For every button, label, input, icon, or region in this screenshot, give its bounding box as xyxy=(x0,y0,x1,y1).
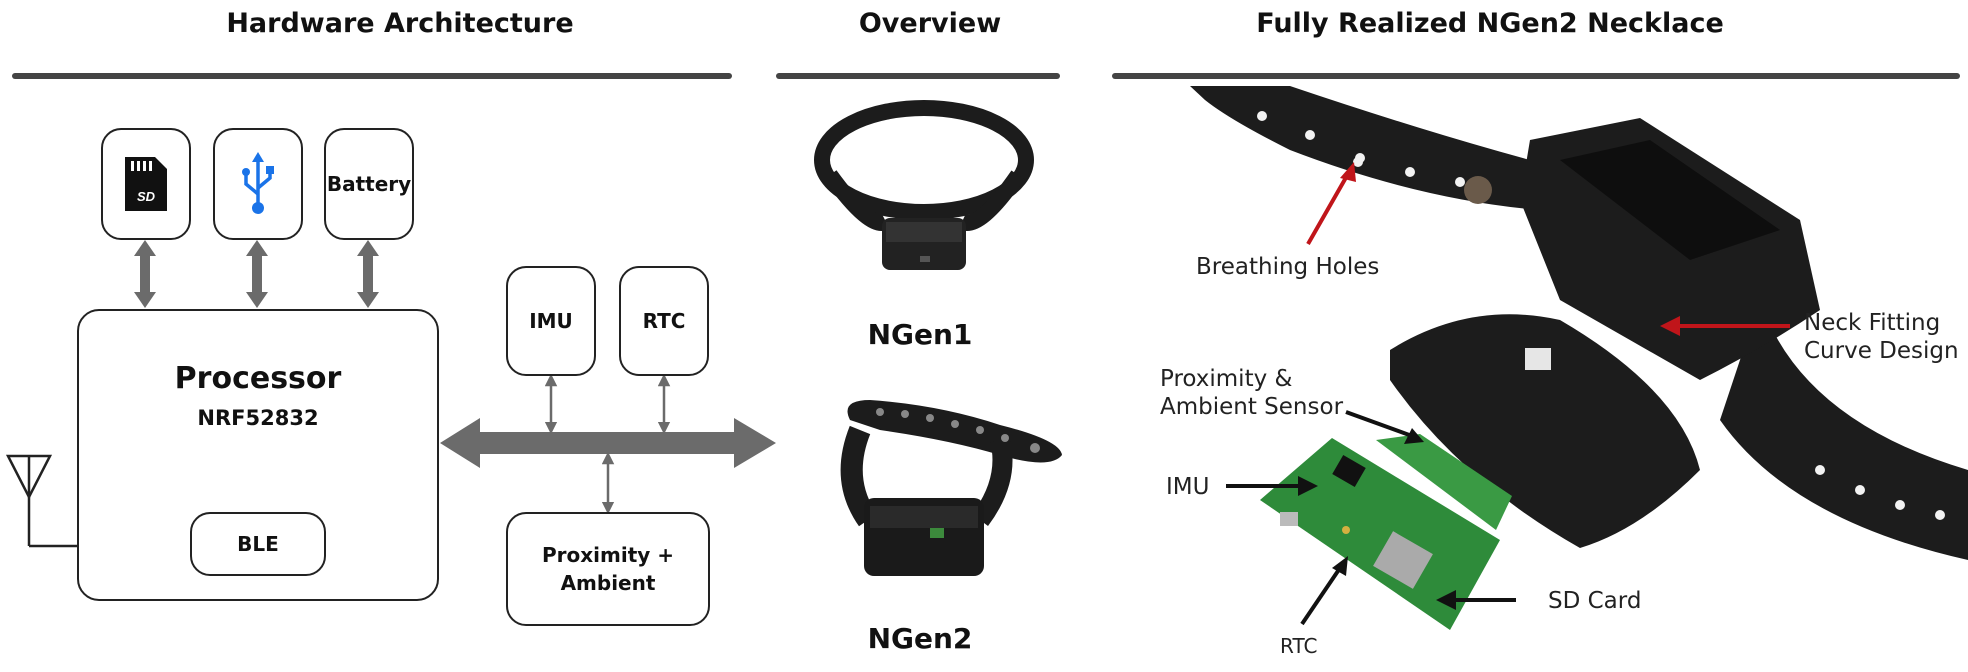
neck-fitting-line2: Curve Design xyxy=(1804,337,1959,364)
necklace-heading: Fully Realized NGen2 Necklace xyxy=(1256,8,1724,39)
main-bus-arrow xyxy=(440,418,776,468)
rtc-box: RTC xyxy=(619,266,709,376)
proximity-label-line2: Ambient xyxy=(560,571,656,595)
breathing-holes-label: Breathing Holes xyxy=(1196,254,1380,280)
sd-card-icon: SD xyxy=(125,157,167,211)
ngen1-label: NGen1 xyxy=(867,318,973,351)
ble-box: BLE xyxy=(190,512,326,576)
imu-label: IMU xyxy=(529,309,573,333)
battery-label: Battery xyxy=(326,172,412,196)
overview-rule xyxy=(776,73,1060,79)
necklace-strap-image xyxy=(1190,86,1968,560)
hardware-rule xyxy=(12,73,732,79)
proximity-line2: Ambient Sensor xyxy=(1160,393,1344,420)
rtc-label: RTC xyxy=(642,309,686,333)
proximity-ambient-box: Proximity + Ambient xyxy=(506,512,710,626)
processor-model: NRF52832 xyxy=(197,406,319,430)
usb-box xyxy=(213,128,303,240)
ngen1-collar-image xyxy=(814,100,1034,270)
usb-processor-arrow xyxy=(246,240,268,308)
pcb-image xyxy=(1260,434,1512,630)
imu-box: IMU xyxy=(506,266,596,376)
ngen2-label: NGen2 xyxy=(867,622,973,655)
hardware-architecture-heading: Hardware Architecture xyxy=(226,8,574,39)
svg-text:SD: SD xyxy=(137,189,156,204)
neck-fitting-line1: Neck Fitting xyxy=(1804,310,1941,336)
red-annotation-arrows xyxy=(1306,162,1790,336)
proximity-line1: Proximity & xyxy=(1160,366,1293,392)
sd-card-box: SD xyxy=(101,128,191,240)
proximity-ambient-sensor-label: Proximity & Ambient Sensor xyxy=(1160,366,1343,421)
ble-label: BLE xyxy=(237,532,279,556)
necklace-rule xyxy=(1112,73,1960,79)
overview-heading: Overview xyxy=(858,8,1002,39)
sd-card-photo-label: SD Card xyxy=(1548,588,1642,614)
proximity-label-line1: Proximity + xyxy=(541,543,675,567)
neck-fitting-label: Neck Fitting Curve Design xyxy=(1804,310,1959,365)
black-annotation-arrows xyxy=(1226,410,1516,626)
processor-title: Processor xyxy=(174,361,342,396)
battery-processor-arrow xyxy=(357,240,379,308)
imu-photo-label: IMU xyxy=(1166,474,1210,500)
sd-processor-arrow xyxy=(134,240,156,308)
battery-box: Battery xyxy=(324,128,414,240)
ngen2-collar-image xyxy=(840,400,1062,576)
usb-icon xyxy=(242,152,274,214)
rtc-photo-label: RTC xyxy=(1280,634,1318,658)
